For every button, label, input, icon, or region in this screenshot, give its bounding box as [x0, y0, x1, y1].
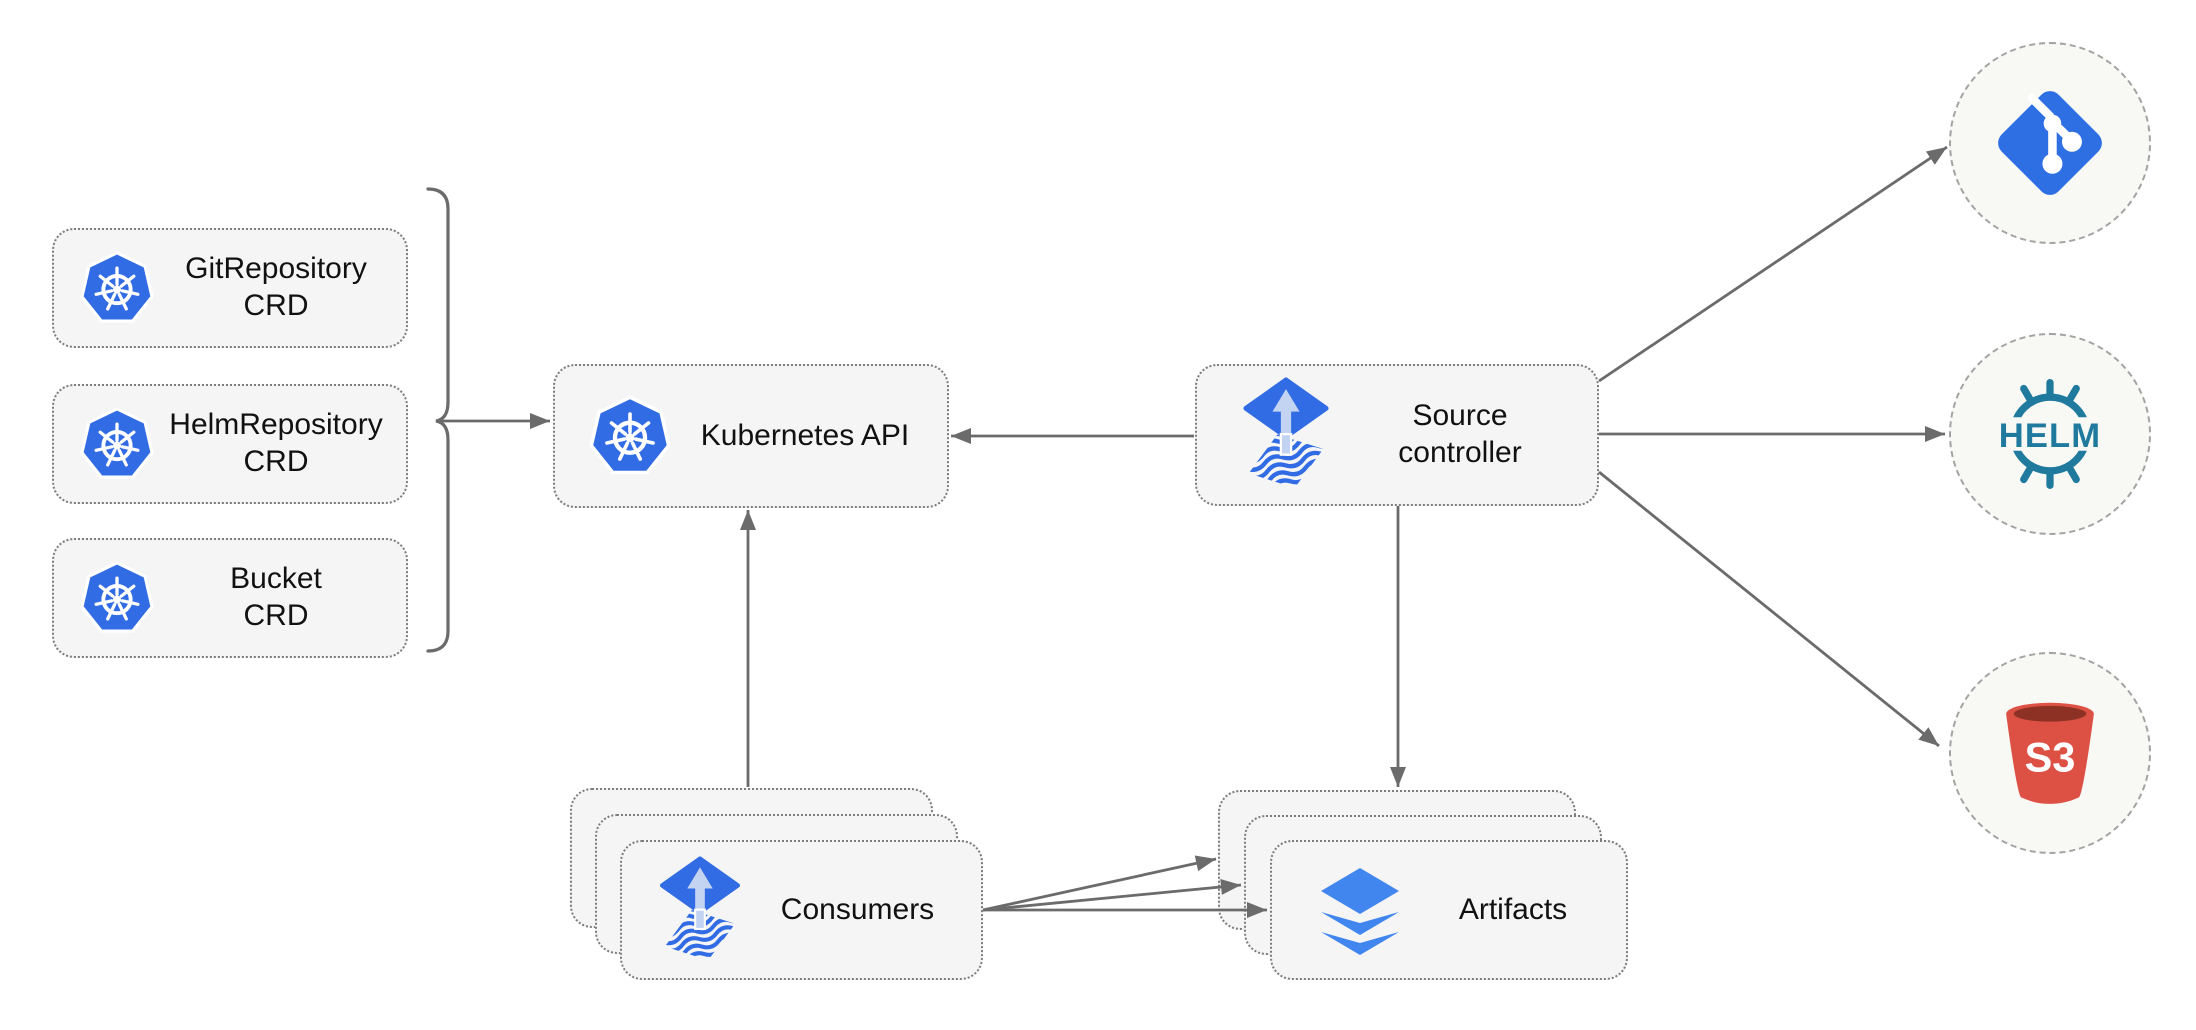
node-gitrepository-crd: GitRepository CRD — [52, 228, 408, 348]
node-label: GitRepository CRD — [156, 251, 406, 324]
connector-consumers-to-artifacts-2 — [982, 878, 1242, 912]
node-consumers: Consumers — [620, 840, 983, 980]
s3-logo-text: S3 — [2025, 733, 2076, 780]
kubernetes-icon — [54, 249, 156, 327]
flux-icon — [622, 856, 744, 965]
node-bucket-crd: Bucket CRD — [52, 538, 408, 658]
node-label-line1: Source — [1412, 399, 1508, 433]
node-source-controller: Source controller — [1195, 364, 1599, 506]
endpoint-s3: S3 — [1949, 652, 2151, 854]
kubernetes-icon — [54, 405, 156, 483]
node-label: HelmRepository CRD — [156, 407, 406, 480]
node-label: Kubernetes API — [673, 418, 947, 455]
node-label: Source controller — [1333, 398, 1597, 471]
endpoint-git — [1949, 42, 2151, 244]
node-label-line2: controller — [1398, 436, 1522, 469]
connector-consumers-to-artifacts-1 — [982, 855, 1217, 912]
node-label: Artifacts — [1410, 892, 1626, 929]
node-label-line2: CRD — [243, 445, 309, 478]
node-label: Consumers — [744, 892, 981, 929]
flux-icon — [1197, 377, 1333, 493]
node-label: Bucket CRD — [156, 561, 406, 634]
node-label-line1: HelmRepository — [169, 408, 383, 442]
endpoint-helm: HELM — [1949, 333, 2151, 535]
helm-logo-text: HELM — [1999, 417, 2102, 455]
kubernetes-icon — [54, 559, 156, 637]
layers-icon — [1272, 860, 1410, 960]
node-kubernetes-api: Kubernetes API — [553, 364, 949, 508]
node-label-line2: CRD — [243, 599, 309, 632]
connector-source-controller-to-s3 — [1598, 470, 1940, 748]
node-label-line1: Consumers — [780, 892, 935, 926]
git-icon — [1998, 91, 2102, 195]
helm-icon: HELM — [1999, 379, 2102, 489]
node-label-line1: Kubernetes API — [700, 418, 910, 452]
node-helmrepository-crd: HelmRepository CRD — [52, 384, 408, 504]
node-artifacts: Artifacts — [1270, 840, 1628, 980]
node-label-line2: CRD — [243, 289, 309, 322]
node-label-line1: Artifacts — [1458, 892, 1568, 926]
kubernetes-icon — [555, 393, 673, 479]
s3-bucket-icon: S3 — [2006, 702, 2094, 804]
node-label-line1: GitRepository — [185, 252, 367, 286]
bracket-crd-group — [426, 187, 450, 653]
connector-source-controller-to-git — [1598, 145, 1948, 383]
node-label-line1: Bucket — [230, 562, 322, 596]
